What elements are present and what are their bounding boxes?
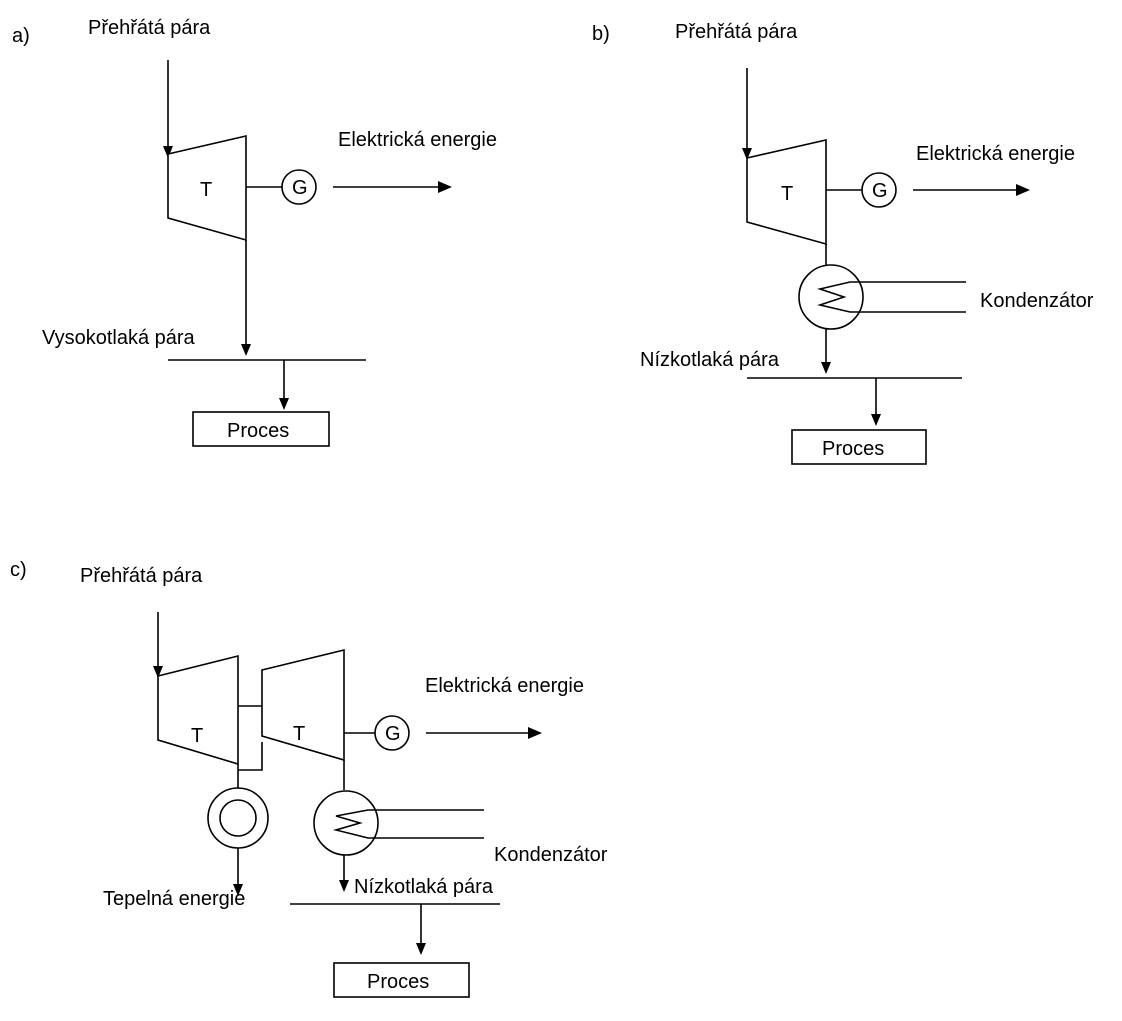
panel-b-process-label: Proces [822, 438, 884, 460]
panel-c-turbine-2-label: T [293, 723, 305, 745]
panel-b-inlet-arrow [742, 148, 752, 160]
panel-b-turbine-label: T [781, 183, 793, 205]
panel-c-condenser [313, 790, 379, 856]
panel-a-generator [281, 169, 317, 205]
panel-a-generator-label: G [292, 177, 308, 199]
panel-b-electric-label: Elektrická energie [916, 143, 1075, 165]
panel-c-condenser-coil [332, 809, 484, 839]
panel-c-steam-in-label: Přehřátá pára [80, 565, 203, 587]
panel-c-condensate-arrow [339, 880, 349, 892]
panel-b-electric-arrow [1016, 184, 1030, 196]
panel-c-lp-steam-label: Nízkotlaká pára [354, 876, 494, 898]
panel-a-turbine-label: T [200, 179, 212, 201]
panel-a-electric-arrow [438, 181, 452, 193]
panel-c-process-box [333, 962, 470, 998]
panel-c-electric-arrow [528, 727, 542, 739]
panel-a-hp-steam-label: Vysokotlaká pára [42, 327, 196, 349]
panel-b-condenser-label: Kondenzátor [980, 290, 1094, 312]
panel-a-process-label: Proces [227, 420, 289, 442]
panel-b-condenser-coil [817, 281, 966, 313]
panel-a-steam-in-label: Přehřátá pára [88, 17, 211, 39]
panel-a-exhaust-arrow [241, 344, 251, 356]
panel-a-inlet-arrow [163, 146, 173, 158]
panel-c-heat-label: Tepelná energie [103, 888, 245, 910]
panel-c-letter: c) [10, 559, 27, 581]
panel-a-electric-label: Elektrická energie [338, 129, 497, 151]
panel-c-heat-exchanger [207, 787, 269, 849]
panel-c-condenser-label: Kondenzátor [494, 844, 608, 866]
panel-c-electric-label: Elektrická energie [425, 675, 584, 697]
panel-c-turbine-1 [157, 654, 239, 766]
panel-b-process-feed-arrow [871, 414, 881, 426]
panel-b-process-box [791, 429, 927, 465]
panel-c: c) Přehřátá pára T T G Elektrická energi… [10, 559, 608, 998]
panel-c-generator [374, 715, 410, 751]
panel-c-process-feed-arrow [416, 943, 426, 955]
panel-b-condenser [798, 264, 864, 330]
panel-b-generator-label: G [872, 180, 888, 202]
panel-a-letter: a) [12, 25, 30, 47]
panel-c-heat-exchanger-inner [219, 799, 257, 837]
panel-c-turbine-1-label: T [191, 725, 203, 747]
panel-a: a) Přehřátá pára T G Elektrická energie … [12, 17, 497, 447]
panel-a-process-box [192, 411, 330, 447]
panel-b-condensate-arrow [821, 362, 831, 374]
panel-c-crossover-pipe [238, 742, 263, 771]
panel-b-generator [861, 172, 897, 208]
panel-c-inlet-arrow [153, 666, 163, 678]
panel-b: b) Přehřátá pára T G Elektrická energie … [592, 21, 1094, 465]
panel-c-heat-arrow [233, 884, 243, 896]
panel-c-generator-label: G [385, 723, 401, 745]
panel-b-letter: b) [592, 23, 610, 45]
panel-b-steam-in-label: Přehřátá pára [675, 21, 798, 43]
panel-b-lp-steam-label: Nízkotlaká pára [640, 349, 780, 371]
panel-c-process-label: Proces [367, 971, 429, 993]
panel-a-process-feed-arrow [279, 398, 289, 410]
